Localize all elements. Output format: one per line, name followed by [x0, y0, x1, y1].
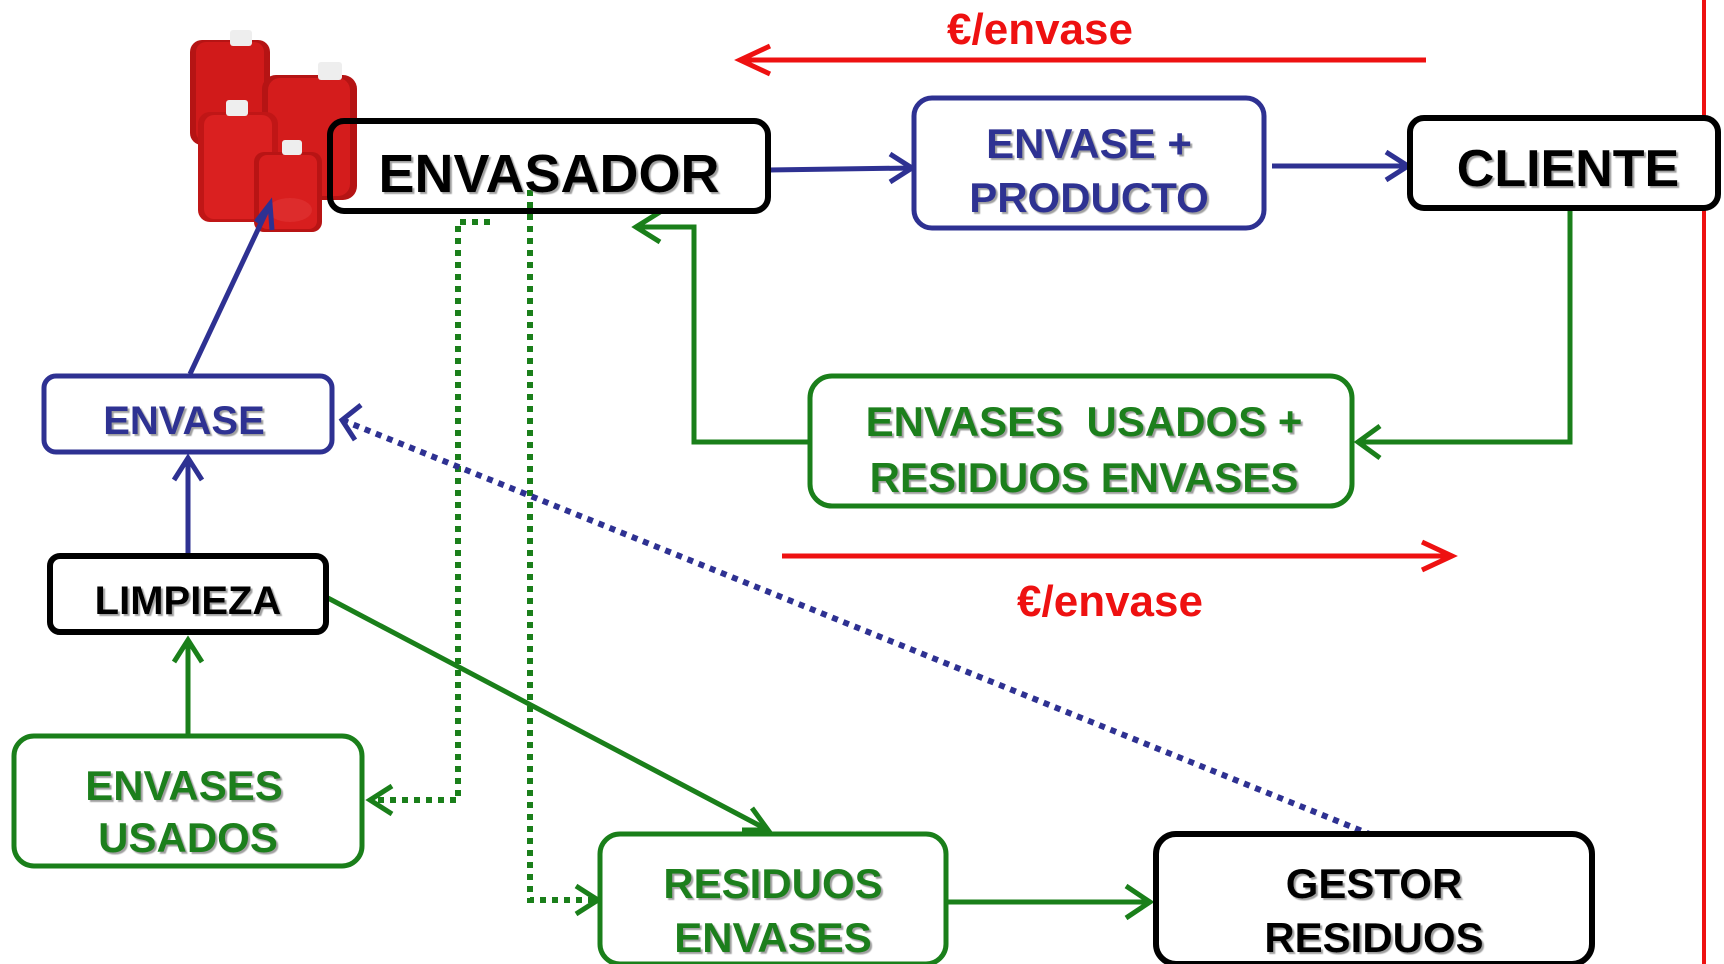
gestor-residuos-box [1153, 831, 1595, 964]
arrowhead-envasador [631, 209, 662, 245]
connector-envasador-producto [767, 165, 913, 173]
cliente-box [1407, 115, 1721, 211]
connector-limpieza-residuos [324, 594, 770, 833]
limpieza-label: LIMPIEZA [95, 579, 282, 623]
gestor-residuos-label-line2: RESIDUOS [1264, 914, 1483, 961]
residuos-envases-label-line2: ENVASES [674, 914, 872, 961]
envase-producto-label-line2: PRODUCTO [969, 174, 1209, 221]
residuos-envases-label-line1: RESIDUOS [663, 860, 882, 907]
residuos-envases-box [597, 831, 949, 964]
price-arrow-top-head [734, 43, 772, 77]
connector-envases-usados-residuos-envasador [636, 224, 808, 445]
dotted-connector-gestor-envase [340, 417, 1374, 838]
price-arrow-bottom-head [1420, 539, 1458, 573]
arrowhead-canisters [254, 197, 275, 231]
dotted-connector-envasador-envases-usados [370, 219, 490, 803]
envases-usados-residuos-box [807, 373, 1355, 509]
arrowhead-envases-usados [365, 783, 394, 817]
cliente-label: CLIENTE [1457, 140, 1679, 198]
price-label-bottom: €/envase [1017, 577, 1203, 626]
envasador-box [327, 118, 771, 214]
arrowhead-envases-usados-residuos [1353, 423, 1382, 461]
envases-usados-residuos-label-line1: ENVASES USADOS + [866, 398, 1303, 445]
connector-cliente-envases-usados-residuos [1358, 210, 1573, 445]
price-label-top: €/envase [947, 5, 1133, 54]
arrowhead-residuos-envases [742, 806, 773, 833]
envase-box [41, 373, 335, 455]
envases-usados-residuos-label-line2: RESIDUOS ENVASES [870, 454, 1299, 501]
red-plastic-canisters-icon [190, 30, 357, 232]
arrowhead-gestor [1124, 883, 1155, 921]
limpieza-box [47, 553, 329, 635]
envasador-label: ENVASADOR [378, 144, 719, 204]
arrowhead-envase-dotted [338, 403, 363, 442]
envases-usados-label-line2: USADOS [98, 814, 278, 861]
gestor-residuos-label-line1: GESTOR [1286, 860, 1463, 907]
envases-usados-box [11, 733, 365, 869]
arrowhead-limpieza [171, 635, 205, 664]
arrowhead-envase [171, 453, 205, 482]
envase-producto-label-line1: ENVASE + [986, 120, 1192, 167]
envase-producto-box [911, 95, 1267, 231]
envases-usados-label-line1: ENVASES [85, 762, 283, 809]
dotted-connector-envasador-residuos-envases [527, 190, 598, 903]
connector-envase-canisters [187, 202, 273, 376]
envase-label: ENVASE [103, 399, 265, 443]
